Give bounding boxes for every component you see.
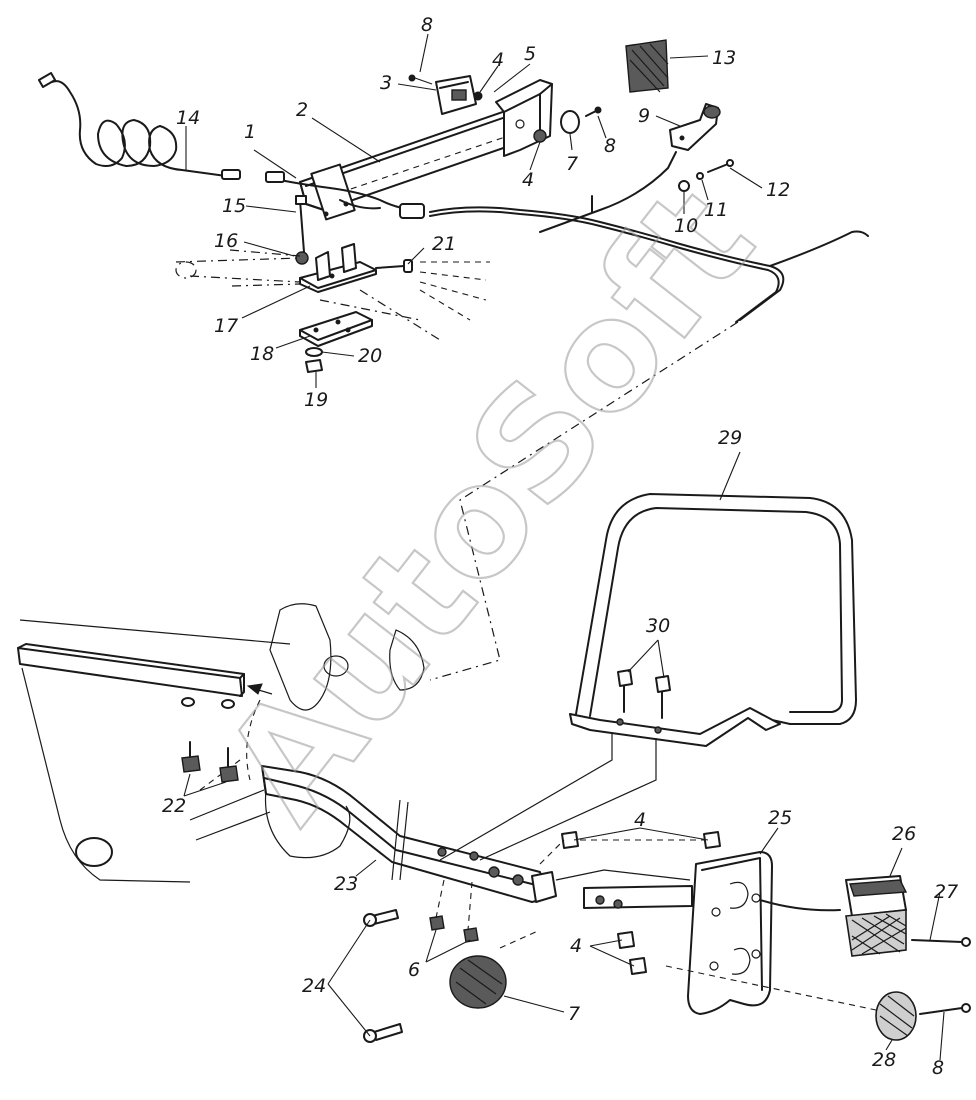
- leader-lines: [183, 33, 945, 1061]
- washer-11: [696, 172, 704, 180]
- lamp-wire: [759, 899, 841, 912]
- callout-8-bracket: 8: [604, 135, 616, 157]
- callout-28: 28: [872, 1049, 896, 1071]
- guard-frame-29: [439, 493, 857, 861]
- nut-16: [295, 251, 309, 265]
- tail-lamp-26: [845, 875, 908, 957]
- nut-10: [678, 180, 690, 192]
- callout-8-top: 8: [421, 14, 433, 36]
- callout-2: 2: [296, 99, 308, 121]
- lower-dash-lines: [435, 839, 704, 949]
- nut-4-lower-c: [617, 931, 635, 949]
- washer-20: [305, 347, 323, 357]
- callout-23: 23: [334, 873, 358, 895]
- bracket-5: [495, 79, 553, 157]
- screw-12: [707, 159, 734, 173]
- callout-18: 18: [250, 343, 274, 365]
- callout-12: 12: [766, 179, 790, 201]
- callout-8-lower: 8: [932, 1057, 944, 1079]
- callout-30: 30: [646, 615, 670, 637]
- nut-4-lower-a: [561, 831, 579, 849]
- callout-24: 24: [302, 975, 326, 997]
- bolt-15: [295, 195, 307, 253]
- screw-27: [911, 937, 971, 947]
- wiring-harness-1: [265, 151, 869, 323]
- reflector-7-top: [560, 110, 580, 134]
- marker-lamp-3: [408, 74, 483, 115]
- callout-7-lower: 7: [568, 1003, 580, 1025]
- callout-11: 11: [704, 199, 728, 221]
- mount-plate-25: [687, 851, 773, 1015]
- nut-6-a: [429, 915, 445, 931]
- callout-21: 21: [432, 233, 456, 255]
- reflector-plate-13: [625, 39, 669, 93]
- callout-20: 20: [358, 345, 382, 367]
- callout-6: 6: [408, 959, 420, 981]
- callout-5: 5: [524, 43, 536, 65]
- callout-14: 14: [176, 107, 200, 129]
- hitch-plate-17: [299, 243, 377, 293]
- coiled-cable-14: [37, 72, 241, 180]
- trailer-body: [17, 603, 425, 883]
- round-reflector-28: [665, 965, 917, 1041]
- callout-15: 15: [222, 195, 246, 217]
- callout-9: 9: [638, 105, 650, 127]
- plate-bracket: [555, 869, 693, 909]
- callout-labels: 8 3 4 5 2 1 14 15 16 21 17 18 20 19 4 7 …: [162, 14, 958, 1079]
- bolts-22: [181, 697, 239, 783]
- callout-4-lower-mid: 4: [570, 935, 582, 957]
- nut-4-lower-d: [629, 957, 647, 975]
- callout-26: 26: [892, 823, 916, 845]
- callout-4-lower-top: 4: [634, 809, 646, 831]
- callout-10: 10: [674, 215, 698, 237]
- nut-19: [305, 359, 323, 373]
- drawbar-23: [261, 765, 557, 903]
- callout-4-bracket: 4: [522, 169, 534, 191]
- callout-13: 13: [712, 47, 736, 69]
- nut-4-lower-b: [703, 831, 721, 849]
- callout-27: 27: [934, 881, 958, 903]
- callout-1: 1: [244, 121, 256, 143]
- ghost-hitch: [175, 249, 490, 341]
- callout-4-top: 4: [492, 49, 504, 71]
- assembly-arrow: [246, 683, 273, 695]
- callout-3: 3: [380, 72, 392, 94]
- dash-connector-a: [429, 321, 739, 681]
- round-reflector-7: [449, 955, 507, 1009]
- callout-19: 19: [304, 389, 328, 411]
- side-lamp-9: [669, 103, 721, 151]
- bolts-24: [363, 909, 403, 1043]
- bolts-30: [617, 669, 671, 719]
- callout-16: 16: [214, 230, 238, 252]
- bolt-21: [375, 259, 413, 273]
- nut-6-b: [463, 927, 479, 943]
- screw-8-top: [585, 106, 602, 117]
- callout-17: 17: [214, 315, 238, 337]
- callout-29: 29: [718, 427, 742, 449]
- nut-4-top: [533, 129, 547, 143]
- callout-22: 22: [162, 795, 186, 817]
- base-plate-18: [299, 311, 373, 347]
- callout-25: 25: [768, 807, 792, 829]
- screw-8-lower: [919, 1003, 971, 1015]
- callout-7-top: 7: [566, 153, 578, 175]
